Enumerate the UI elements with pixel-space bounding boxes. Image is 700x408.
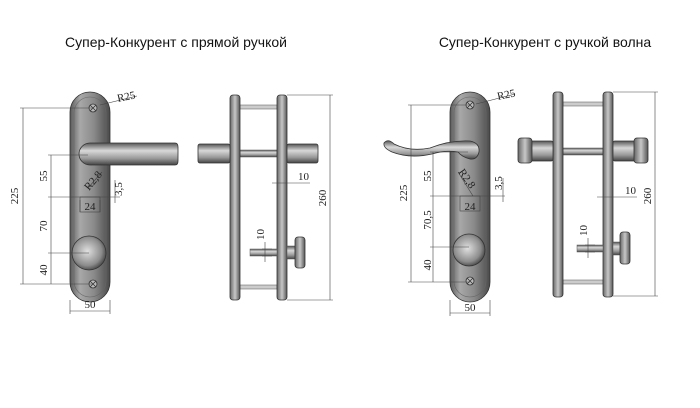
dim-70-5: 70,5 [422, 210, 434, 230]
dim-plate-gap: 10 [298, 171, 310, 183]
dim-thumbturn: 10 [255, 229, 267, 241]
dim-55: 55 [422, 170, 434, 182]
handle-side-left [197, 143, 231, 164]
side-view-wave: 10 260 10 [517, 91, 658, 298]
dim-50: 50 [85, 299, 97, 311]
dim-40: 40 [422, 259, 434, 271]
front-view-wave: 225 55 70,5 40 50 R25 R2,8 3,5 24 [383, 87, 517, 316]
thumbturn-knob [619, 231, 631, 265]
title-wave-handle: Супер-Конкурент с ручкой волна [438, 34, 652, 50]
thumbturn-knob [294, 236, 306, 269]
dim-24: 24 [465, 201, 477, 213]
front-view-straight: 225 55 70 40 50 R25 R2,8 3,5 24 [9, 89, 179, 314]
straight-handle [78, 142, 179, 166]
dim-260: 260 [317, 189, 329, 206]
dim-70: 70 [38, 220, 50, 232]
side-view-straight: 10 260 10 [197, 94, 333, 301]
dim-r25: R25 [116, 89, 137, 105]
inner-plate [552, 91, 564, 298]
dim-260: 260 [642, 187, 654, 204]
handle-side-right [286, 143, 319, 164]
dim-40: 40 [38, 264, 50, 276]
cylinder-turn [452, 233, 486, 267]
dim-50: 50 [465, 302, 477, 314]
dim-225: 225 [398, 184, 410, 201]
inner-plate [229, 94, 241, 301]
outer-plate [602, 91, 614, 298]
dim-r25: R25 [496, 87, 517, 103]
dim-55: 55 [38, 170, 50, 182]
dim-thumbturn: 10 [578, 225, 590, 237]
dim-3-5: 3,5 [113, 182, 125, 196]
title-straight-handle: Супер-Конкурент с прямой ручкой [65, 34, 287, 50]
dim-3-5: 3,5 [493, 176, 505, 190]
dim-plate-gap: 10 [625, 185, 637, 197]
outer-plate [276, 94, 288, 301]
dim-24: 24 [85, 201, 97, 213]
escutcheon-plate [449, 91, 491, 303]
dim-225: 225 [9, 187, 21, 204]
wave-handle [383, 140, 480, 160]
screw-icon [465, 276, 475, 286]
